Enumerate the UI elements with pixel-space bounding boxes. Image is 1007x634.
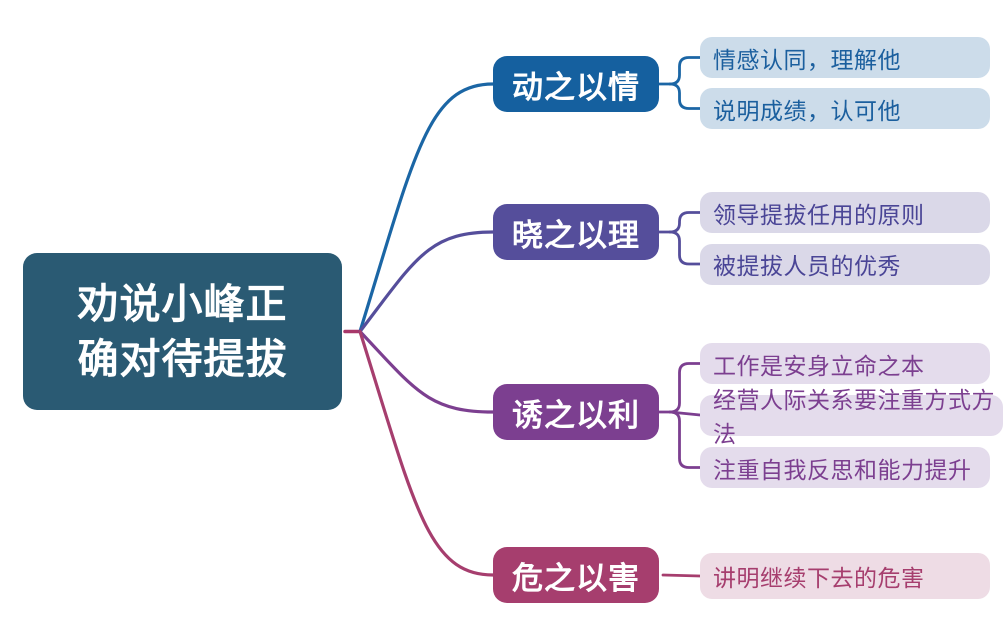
child-node-label: 讲明继续下去的危害 [713, 565, 925, 591]
child-node[interactable]: 领导提拔任用的原则 [700, 192, 990, 233]
branch-node-3[interactable]: 诱之以利 [493, 384, 659, 440]
branch-node-2[interactable]: 晓之以理 [493, 204, 659, 260]
root-branch-connector [358, 329, 495, 577]
child-node-label: 情感认同，理解他 [713, 46, 901, 73]
child-node-label: 说明成绩，认可他 [713, 97, 901, 124]
branch-child-connector [661, 573, 702, 578]
child-node-label: 领导提拔任用的原则 [713, 201, 925, 228]
child-node-label: 注重自我反思和能力提升 [713, 456, 972, 483]
branch-node-label: 晓之以理 [512, 217, 640, 253]
branch-node-label: 危之以害 [512, 560, 640, 596]
branch-node-label: 动之以情 [512, 69, 640, 105]
root-node-label: 劝说小峰正 确对待提拔 [77, 280, 288, 382]
child-node[interactable]: 情感认同，理解他 [700, 37, 990, 78]
child-node[interactable]: 经营人际关系要注重方式方法 [700, 387, 1003, 447]
child-node[interactable]: 被提拔人员的优秀 [700, 243, 990, 285]
child-node[interactable]: 讲明继续下去的危害 [700, 553, 990, 599]
branch-child-connector [668, 56, 702, 86]
branch-child-connector [668, 362, 702, 414]
root-branch-connector [358, 230, 495, 334]
branch-child-connector [668, 82, 702, 110]
branch-child-connector [668, 230, 702, 266]
child-node-label: 被提拔人员的优秀 [713, 253, 901, 279]
child-node[interactable]: 工作是安身立命之本 [700, 343, 990, 384]
branch-node-4[interactable]: 危之以害 [493, 547, 659, 603]
root-branch-connector [358, 329, 495, 414]
branch-node-label: 诱之以利 [512, 397, 640, 433]
child-node[interactable]: 说明成绩，认可他 [700, 88, 990, 129]
branch-child-connector [668, 211, 702, 234]
root-branch-connector [358, 82, 495, 334]
child-node-label: 经营人际关系要注重方式方法 [713, 387, 995, 447]
branch-child-connector [668, 410, 702, 469]
child-node[interactable]: 注重自我反思和能力提升 [700, 447, 990, 488]
root-node[interactable]: 劝说小峰正 确对待提拔 [23, 253, 342, 410]
branch-node-1[interactable]: 动之以情 [493, 56, 659, 112]
child-node-label: 工作是安身立命之本 [713, 352, 925, 379]
